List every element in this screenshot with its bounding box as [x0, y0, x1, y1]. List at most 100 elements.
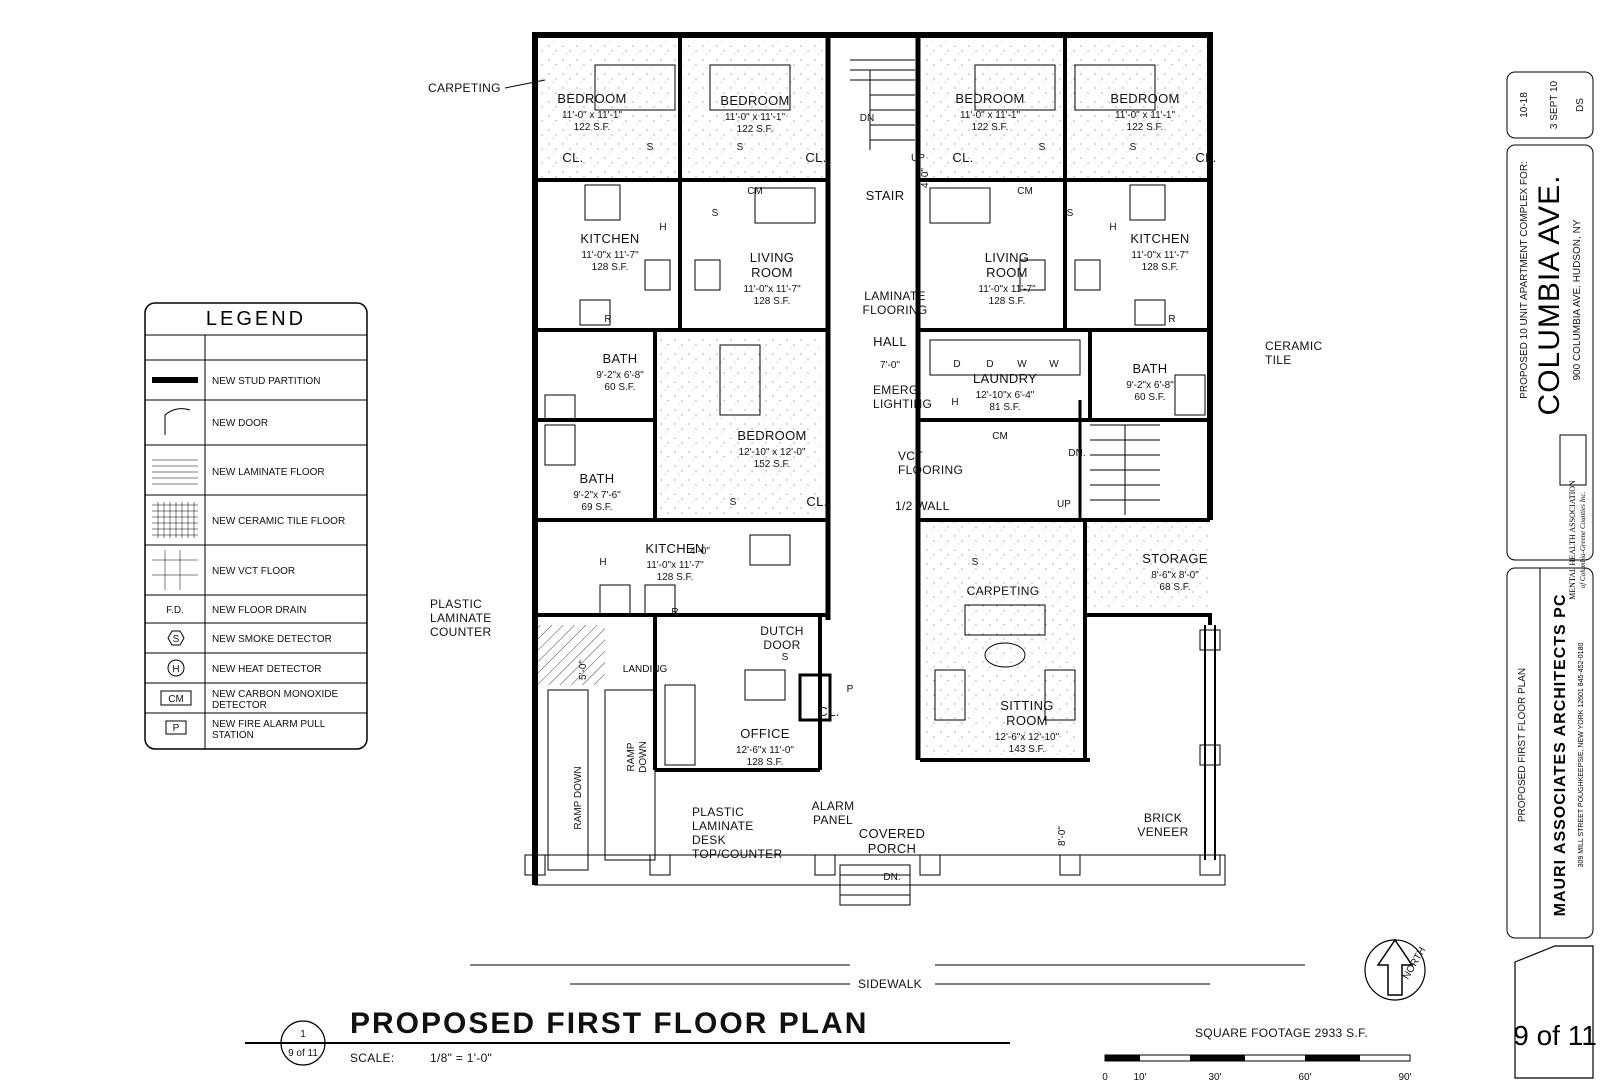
svg-text:DESK: DESK [692, 833, 726, 847]
svg-text:RAMP: RAMP [626, 742, 637, 771]
client-name: MENTAL HEALTH ASSOCIATION [1568, 480, 1577, 600]
svg-text:CL.: CL. [1195, 150, 1216, 165]
porch-and-stairs [524, 59, 1226, 906]
project-number: 10-18 [1519, 92, 1530, 118]
ceramic-tile-symbol [152, 502, 198, 538]
project-address: 900 COLUMBIA AVE. HUDSON, NY [1572, 219, 1583, 380]
svg-text:KITCHEN: KITCHEN [1130, 231, 1189, 246]
svg-text:NEW FIRE ALARM PULL: NEW FIRE ALARM PULL [212, 719, 326, 730]
svg-text:60 S.F.: 60 S.F. [1134, 392, 1165, 403]
annotation-notes: CARPETING LAMINATE FLOORING EMERG. LIGHT… [428, 79, 1322, 991]
svg-text:D: D [953, 359, 960, 370]
svg-text:5'-0": 5'-0" [578, 660, 589, 680]
drawn-by: DS [1575, 98, 1586, 112]
legend: LEGEND F.D. S H CM P NEW STUD P [144, 302, 368, 750]
svg-text:CL.: CL. [562, 150, 583, 165]
svg-text:ROOM: ROOM [986, 265, 1028, 280]
svg-text:H: H [172, 664, 179, 675]
svg-text:P: P [173, 723, 180, 734]
svg-text:OFFICE: OFFICE [740, 726, 789, 741]
scale-value: 1/8" = 1'-0" [430, 1051, 492, 1065]
svg-text:NEW SMOKE DETECTOR: NEW SMOKE DETECTOR [212, 634, 332, 645]
svg-text:DOOR: DOOR [763, 638, 800, 652]
svg-text:S: S [173, 634, 180, 645]
svg-text:KITCHEN: KITCHEN [580, 231, 639, 246]
svg-text:12'-10"x 6'-4": 12'-10"x 6'-4" [976, 390, 1035, 401]
svg-text:DETECTOR: DETECTOR [212, 700, 267, 711]
svg-text:LIVING: LIVING [985, 250, 1029, 265]
svg-text:DN.: DN. [1068, 448, 1085, 459]
svg-text:NEW DOOR: NEW DOOR [212, 418, 268, 429]
svg-text:S: S [737, 142, 744, 153]
svg-text:CM: CM [1017, 186, 1033, 197]
svg-text:D: D [986, 359, 993, 370]
svg-text:11'-0"x 11'-7": 11'-0"x 11'-7" [978, 284, 1036, 295]
svg-text:NEW CERAMIC TILE FLOOR: NEW CERAMIC TILE FLOOR [212, 516, 345, 527]
drawing-title: PROPOSED FIRST FLOOR PLAN [350, 1007, 868, 1040]
ramp [547, 689, 656, 871]
svg-text:W: W [1049, 359, 1059, 370]
svg-text:H: H [599, 557, 606, 568]
svg-text:DN.: DN. [883, 872, 900, 883]
svg-text:CM: CM [992, 431, 1008, 442]
svg-text:NEW HEAT DETECTOR: NEW HEAT DETECTOR [212, 664, 321, 675]
svg-text:11'-0" x 11'-1": 11'-0" x 11'-1" [725, 112, 785, 123]
svg-text:9'-2"x 6'-8": 9'-2"x 6'-8" [596, 370, 644, 381]
svg-text:BATH: BATH [580, 471, 615, 486]
svg-text:R: R [1168, 314, 1175, 325]
stud-partition-symbol [152, 377, 198, 383]
svg-text:12'-10" x 12'-0": 12'-10" x 12'-0" [738, 447, 806, 458]
svg-text:S: S [1130, 142, 1137, 153]
plan-marks: CL. CL. CL. CL. CL. CL. DN UP 4'-0" 4'-0… [562, 113, 1216, 883]
svg-text:11'-0"x 11'-7": 11'-0"x 11'-7" [581, 250, 639, 261]
svg-text:LIVING: LIVING [750, 250, 794, 265]
svg-text:4'-0": 4'-0" [690, 546, 710, 557]
svg-text:P: P [847, 684, 854, 695]
svg-text:11'-0"x 11'-7": 11'-0"x 11'-7" [646, 560, 704, 571]
svg-text:S: S [730, 497, 737, 508]
svg-text:LAMINATE: LAMINATE [692, 819, 754, 833]
svg-text:R: R [671, 607, 678, 618]
svg-text:68 S.F.: 68 S.F. [1159, 582, 1190, 593]
walls [532, 32, 1213, 885]
svg-text:9'-2"x 7'-6": 9'-2"x 7'-6" [573, 490, 621, 501]
detail-number: 1 [300, 1029, 306, 1040]
svg-text:UP: UP [911, 153, 925, 164]
room-label-bath-2: BATH 9'-2"x 7'-6"69 S.F. [573, 471, 621, 513]
svg-text:11'-0"x 11'-7": 11'-0"x 11'-7" [1131, 250, 1189, 261]
room-label-stair: STAIR [866, 188, 905, 203]
project-date: 3 SEPT 10 [1549, 80, 1560, 129]
note-emerg-lighting: EMERG. [873, 383, 922, 397]
laminate-symbol [152, 459, 198, 485]
svg-text:COVERED: COVERED [859, 826, 925, 841]
svg-text:CM: CM [747, 186, 763, 197]
svg-text:S: S [1067, 208, 1074, 219]
svg-text:128 S.F.: 128 S.F. [754, 296, 791, 307]
svg-text:69 S.F.: 69 S.F. [581, 502, 612, 513]
svg-text:128 S.F.: 128 S.F. [747, 757, 784, 768]
svg-text:90': 90' [1398, 1072, 1411, 1083]
svg-text:FLOORING: FLOORING [898, 463, 963, 477]
note-alarm-panel: ALARM [812, 799, 855, 813]
svg-text:BEDROOM: BEDROOM [1110, 91, 1179, 106]
sheet-number: 9 of 11 [1513, 1020, 1597, 1051]
svg-text:143 S.F.: 143 S.F. [1009, 744, 1046, 755]
firm-name: MAURI ASSOCIATES ARCHITECTS PC [1552, 594, 1569, 917]
svg-text:11'-0" x 11'-1": 11'-0" x 11'-1" [562, 110, 622, 121]
complex-description: PROPOSED 10 UNIT APARTMENT COMPLEX FOR: [1519, 161, 1530, 399]
north-arrow-icon: NORTH [1364, 938, 1428, 1001]
svg-text:H: H [659, 222, 666, 233]
svg-text:DN: DN [860, 113, 874, 124]
svg-text:128 S.F.: 128 S.F. [592, 262, 629, 273]
svg-text:HALL: HALL [873, 334, 907, 349]
door-symbol [164, 408, 191, 435]
svg-text:SITTING: SITTING [1000, 698, 1053, 713]
